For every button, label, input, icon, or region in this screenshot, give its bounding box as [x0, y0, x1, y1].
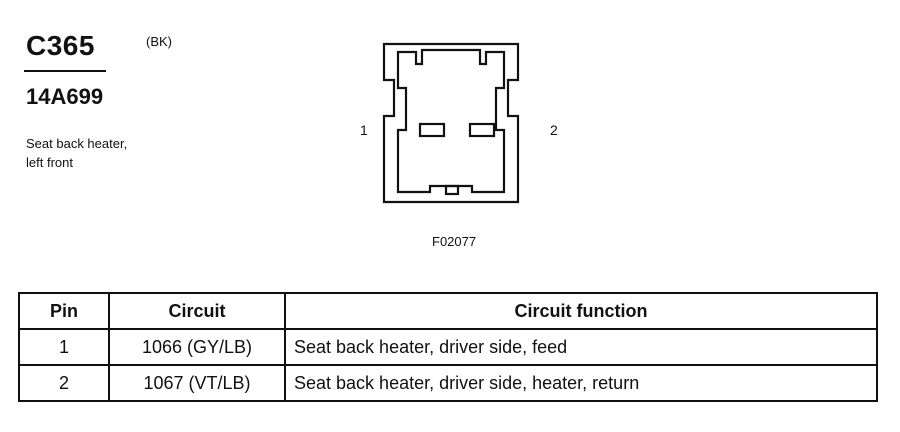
pin-cell: 1: [18, 328, 110, 366]
table-row: 2 1067 (VT/LB) Seat back heater, driver …: [18, 364, 878, 402]
connector-outer-housing: [382, 42, 520, 204]
header-circuit-function: Circuit function: [284, 292, 878, 330]
terminal-cavity-2: [468, 122, 496, 138]
header-pin: Pin: [18, 292, 110, 330]
function-cell: Seat back heater, driver side, heater, r…: [284, 364, 878, 402]
header-circuit: Circuit: [108, 292, 286, 330]
color-code: (BK): [146, 34, 172, 49]
connector-inner-frame: [408, 92, 494, 126]
pin-table: Pin Circuit Circuit function 1 1066 (GY/…: [18, 292, 878, 402]
function-cell: Seat back heater, driver side, feed: [284, 328, 878, 366]
connector-key: [444, 184, 460, 196]
pin-cell: 2: [18, 364, 110, 402]
connector-id: C365: [26, 30, 95, 61]
table-header-row: Pin Circuit Circuit function: [18, 292, 878, 330]
circuit-cell: 1066 (GY/LB): [108, 328, 286, 366]
table-row: 1 1066 (GY/LB) Seat back heater, driver …: [18, 328, 878, 366]
circuit-cell: 1067 (VT/LB): [108, 364, 286, 402]
figure-code: F02077: [432, 234, 477, 249]
pin-label-2: 2: [550, 122, 558, 138]
connector-id-underline: [24, 70, 106, 72]
terminal-cavity-1: [418, 122, 446, 138]
description-line-2: left front: [26, 155, 73, 170]
connector-face-diagram: [382, 42, 520, 204]
pin-label-1: 1: [360, 122, 368, 138]
connector-inner-profile: [396, 48, 506, 194]
part-number: 14A699: [26, 84, 104, 109]
description-line-1: Seat back heater,: [26, 136, 128, 151]
